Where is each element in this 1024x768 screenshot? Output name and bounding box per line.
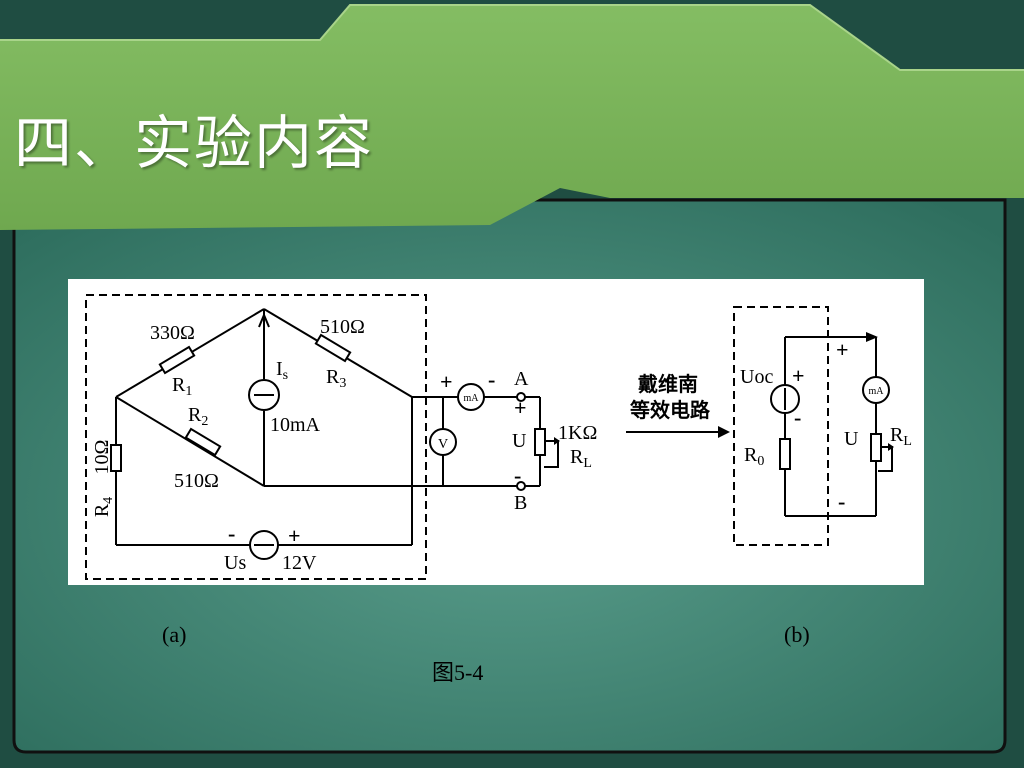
us-minus: - [228, 521, 235, 546]
node-a-label: A [514, 368, 529, 390]
uoc-label: Uoc [740, 366, 773, 388]
resistor-r1 [158, 345, 196, 375]
u-plus: + [514, 395, 527, 420]
terminal-b [516, 481, 526, 491]
voltmeter-icon [429, 428, 457, 456]
ammeter-b-label: mA [869, 386, 885, 397]
arrow-right-icon [718, 426, 730, 438]
r1-value: 330Ω [150, 322, 195, 344]
voltmeter-label: V [438, 437, 448, 452]
us-plus: + [288, 523, 301, 548]
caption-b: (b) [784, 622, 810, 647]
thevenin-label-line2: 等效电路 [630, 398, 711, 422]
us-label: Us [224, 552, 246, 574]
resistor-r2 [184, 427, 222, 457]
thevenin-label-line1: 戴维南 [638, 372, 698, 396]
is-value: 10mA [270, 414, 321, 436]
current-arrow-icon [866, 332, 878, 342]
r3-label: R3 [326, 366, 346, 391]
caption-a: (a) [162, 622, 187, 647]
ammeter-label: mA [464, 393, 480, 404]
is-label: Is [276, 358, 288, 383]
uoc-minus: - [794, 405, 801, 430]
ammeter-icon [457, 383, 485, 411]
uoc-plus: + [792, 363, 805, 388]
b-plus: + [836, 337, 849, 362]
r2-label: R2 [188, 404, 208, 429]
network-box [85, 294, 427, 580]
us-value: 12V [282, 552, 317, 574]
meter-minus: - [488, 367, 495, 392]
slide-title: 四、实验内容 [14, 109, 375, 177]
b-minus: - [838, 489, 845, 514]
resistor-rl-a [534, 428, 546, 456]
resistor-r0 [779, 438, 791, 470]
b-rl-label: RL [890, 424, 912, 449]
equivalent-box [733, 306, 829, 546]
resistor-r4 [110, 444, 122, 472]
b-u-label: U [844, 428, 859, 450]
node-b-label: B [514, 492, 527, 514]
u-minus: - [514, 463, 521, 488]
r4-label: R4 [91, 497, 116, 517]
u-label: U [512, 430, 527, 452]
resistor-r3 [314, 333, 352, 363]
r2-value: 510Ω [174, 470, 219, 492]
meter-plus: + [440, 369, 453, 394]
terminal-a [516, 392, 526, 402]
r0-label: R0 [744, 444, 764, 469]
r4-value: 10Ω [91, 440, 113, 475]
r1-label: R1 [172, 374, 192, 399]
ammeter-b-icon [862, 376, 890, 404]
resistor-rl-b [870, 433, 882, 462]
rl-value: 1KΩ [558, 422, 597, 444]
figure-caption: 图5-4 [432, 660, 484, 685]
r3-value: 510Ω [320, 316, 365, 338]
circuit-diagram: mA V mA 330Ω R1 510Ω R3 R2 510Ω Is 10mA … [68, 279, 924, 585]
rl-label: RL [570, 446, 592, 471]
